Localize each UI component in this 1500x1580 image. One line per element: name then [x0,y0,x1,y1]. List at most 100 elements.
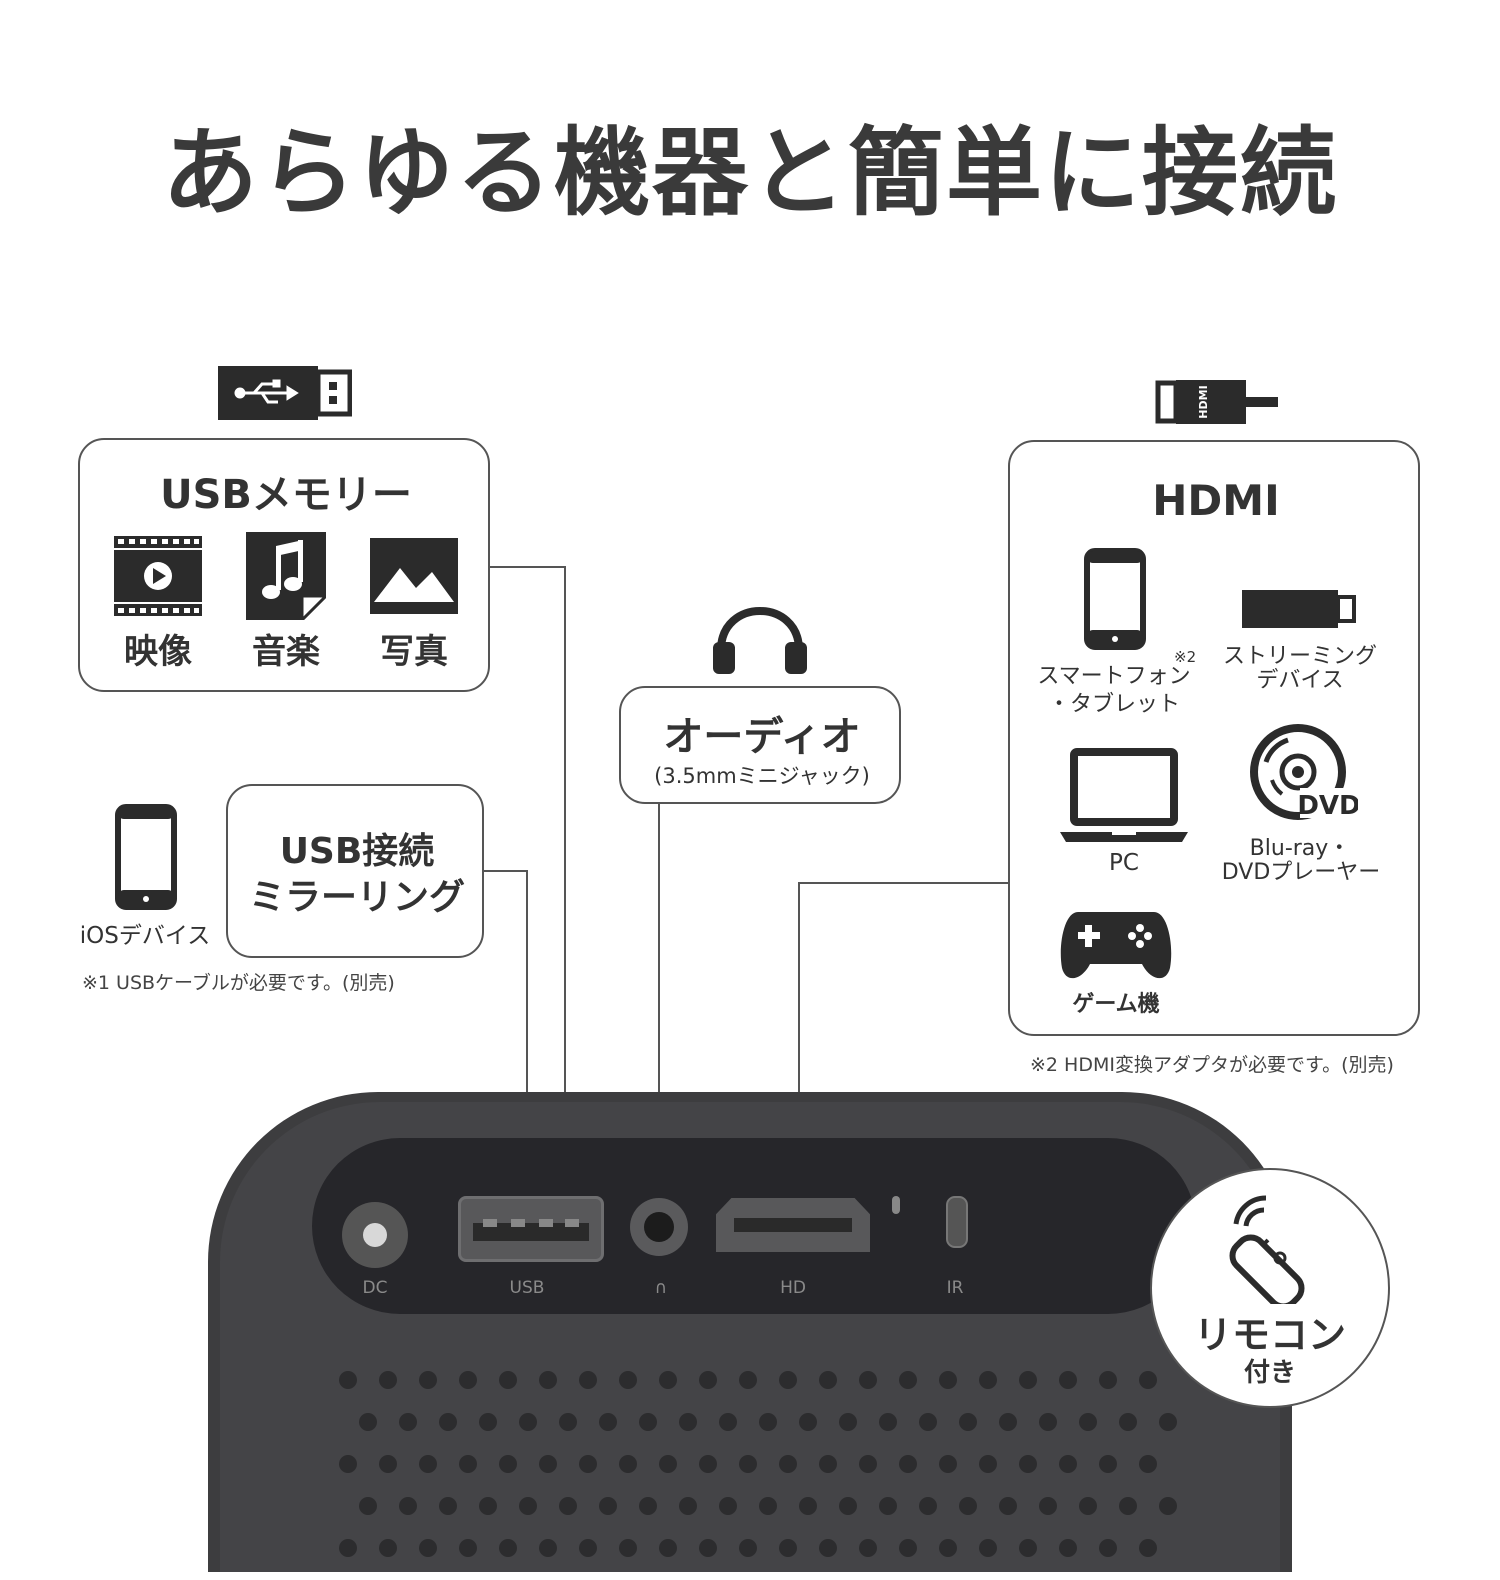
speaker-hole [899,1539,917,1557]
speaker-hole [1099,1455,1117,1473]
port-label: IR [946,1278,964,1298]
hdmi-adapter-note: ※2 HDMI変換アダプタが必要です。(別売) [1030,1054,1394,1076]
hdmi-connector-text: HDMI [1197,385,1210,418]
speaker-hole [779,1371,797,1389]
speaker-hole [739,1371,757,1389]
hdmi-wire [798,882,1010,1224]
usb-item-label: 音楽 [252,632,320,672]
speaker-hole [499,1371,517,1389]
speaker-hole [859,1539,877,1557]
speaker-hole [679,1413,697,1431]
speaker-hole [379,1455,397,1473]
audio-sub: (3.5mmミニジャック) [654,764,870,788]
speaker-hole [479,1413,497,1431]
headphones-icon [711,604,809,674]
speaker-hole [379,1371,397,1389]
speaker-hole [619,1371,637,1389]
speaker-hole [379,1539,397,1557]
audio-heading: オーディオ [663,714,861,760]
speaker-hole [1019,1455,1037,1473]
speaker-hole [939,1371,957,1389]
hdmi-item-label: Blu-ray・ [1249,836,1351,861]
hdmi-item-label: ストリーミング [1222,644,1377,669]
projector-body: DC USB ∩ HD IR [208,1092,1292,1572]
speaker-hole [1019,1371,1037,1389]
speaker-grill [328,1360,1188,1580]
usb-item-label: 映像 [124,632,192,672]
speaker-hole [939,1539,957,1557]
speaker-hole [599,1413,617,1431]
speaker-hole [1019,1539,1037,1557]
usb-mirroring-box: USB接続 ミラーリング [226,784,484,958]
speaker-hole [739,1455,757,1473]
speaker-hole [939,1455,957,1473]
speaker-hole [499,1539,517,1557]
speaker-hole [419,1539,437,1557]
film-play-icon [114,536,202,616]
speaker-hole [1119,1413,1137,1431]
speaker-hole [1059,1371,1077,1389]
hdmi-item-label-2: デバイス [1256,668,1344,693]
hdmi-item-label: PC [1109,850,1139,876]
usb-mirroring-heading: USB接続 [279,831,435,872]
speaker-hole [759,1413,777,1431]
music-note-icon [246,532,326,620]
speaker-hole [1059,1455,1077,1473]
speaker-hole [659,1455,677,1473]
speaker-hole [959,1413,977,1431]
gamepad-icon [1058,906,1174,982]
speaker-hole [979,1539,997,1557]
audio-jack-port [630,1198,688,1256]
remote-label: リモコン [1193,1313,1346,1357]
photo-mountain-icon [370,538,458,614]
speaker-hole [579,1371,597,1389]
speaker-hole [739,1539,757,1557]
speaker-hole [339,1371,357,1389]
remote-badge: リモコン 付き [1150,1168,1390,1408]
speaker-hole [699,1371,717,1389]
speaker-hole [459,1539,477,1557]
speaker-hole [499,1455,517,1473]
speaker-hole [559,1413,577,1431]
speaker-hole [579,1455,597,1473]
speaker-hole [779,1455,797,1473]
speaker-hole [419,1455,437,1473]
speaker-hole [619,1455,637,1473]
speaker-hole [1159,1413,1177,1431]
speaker-hole [639,1413,657,1431]
speaker-hole [539,1539,557,1557]
speaker-hole [859,1455,877,1473]
speaker-hole [439,1413,457,1431]
speaker-hole [819,1455,837,1473]
speaker-hole [1139,1539,1157,1557]
usb-cable-note: ※1 USBケーブルが必要です。(別売) [82,972,395,994]
hdmi-item-label-2: DVDプレーヤー [1221,860,1381,885]
remote-sub: 付き [1243,1358,1296,1388]
speaker-hole [399,1413,417,1431]
speaker-hole [579,1539,597,1557]
speaker-hole [1079,1413,1097,1431]
speaker-hole [1139,1371,1157,1389]
speaker-hole [1099,1539,1117,1557]
speaker-hole [899,1371,917,1389]
speaker-hole [879,1413,897,1431]
speaker-hole [859,1371,877,1389]
speaker-hole [1039,1413,1057,1431]
remote-control-icon [1214,1194,1332,1304]
speaker-hole [819,1371,837,1389]
hdmi-connector-icon: HDMI [1155,380,1279,424]
port-label: ∩ [654,1278,668,1298]
speaker-hole [1059,1539,1077,1557]
smartphone-icon [1084,548,1146,650]
speaker-hole [899,1455,917,1473]
dvd-disc-text: DVD [1297,791,1358,821]
speaker-hole [699,1455,717,1473]
speaker-hole [1099,1371,1117,1389]
ios-device-label: iOSデバイス [79,923,211,949]
speaker-hole [419,1371,437,1389]
speaker-hole [359,1413,377,1431]
port-label: DC [362,1278,388,1298]
speaker-hole [1139,1455,1157,1473]
usb-mirroring-heading-2: ミラーリング [248,877,465,918]
usb-mirroring-wire [484,870,528,1208]
